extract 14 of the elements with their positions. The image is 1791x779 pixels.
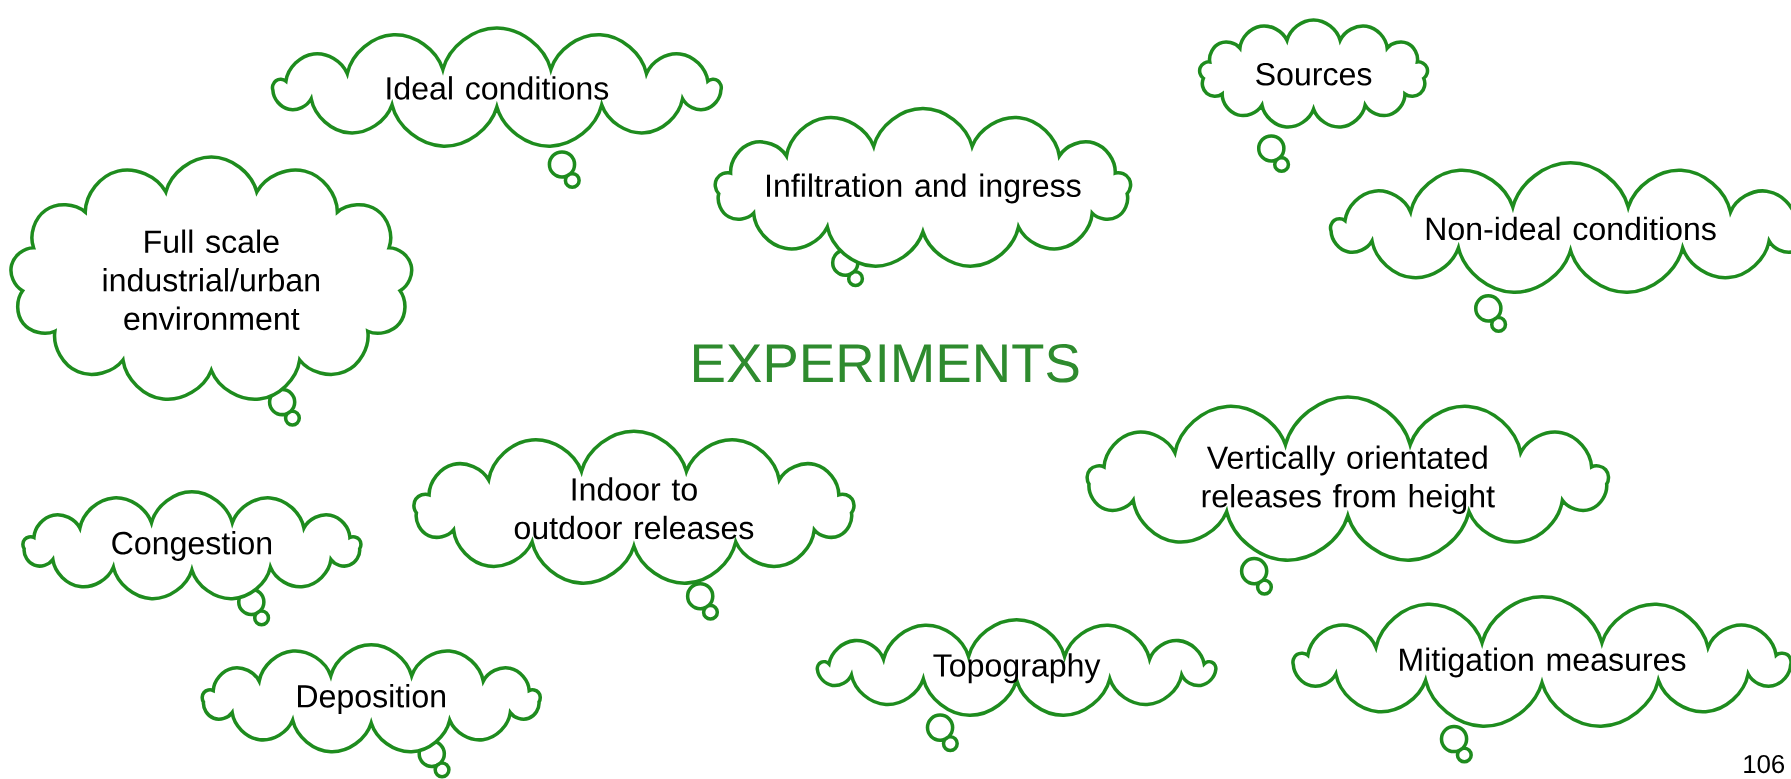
cloud-bubble: Vertically orientated releases from height bbox=[1085, 395, 1611, 562]
cloud-bubble: Full scale industrial/urban environment bbox=[9, 155, 414, 402]
cloud-bubble: Indoor to outdoor releases bbox=[412, 429, 856, 585]
page-number: 106 bbox=[1744, 755, 1785, 774]
cloud-bubble: Non-ideal conditions bbox=[1328, 161, 1791, 294]
cloud-bubble: Mitigation measures bbox=[1291, 595, 1791, 728]
cloud-bubble: Infiltration and ingress bbox=[713, 106, 1133, 268]
node-label: Deposition bbox=[298, 684, 445, 715]
cloud-bubble: Ideal conditions bbox=[270, 26, 724, 148]
title: EXPERIMENTS bbox=[694, 343, 1079, 383]
cloud-bubble: Topography bbox=[815, 617, 1218, 718]
cloud-bubble: Congestion bbox=[21, 489, 363, 601]
cloud-bubble: Sources bbox=[1197, 18, 1430, 129]
cloud-bubble: Deposition bbox=[200, 643, 542, 754]
